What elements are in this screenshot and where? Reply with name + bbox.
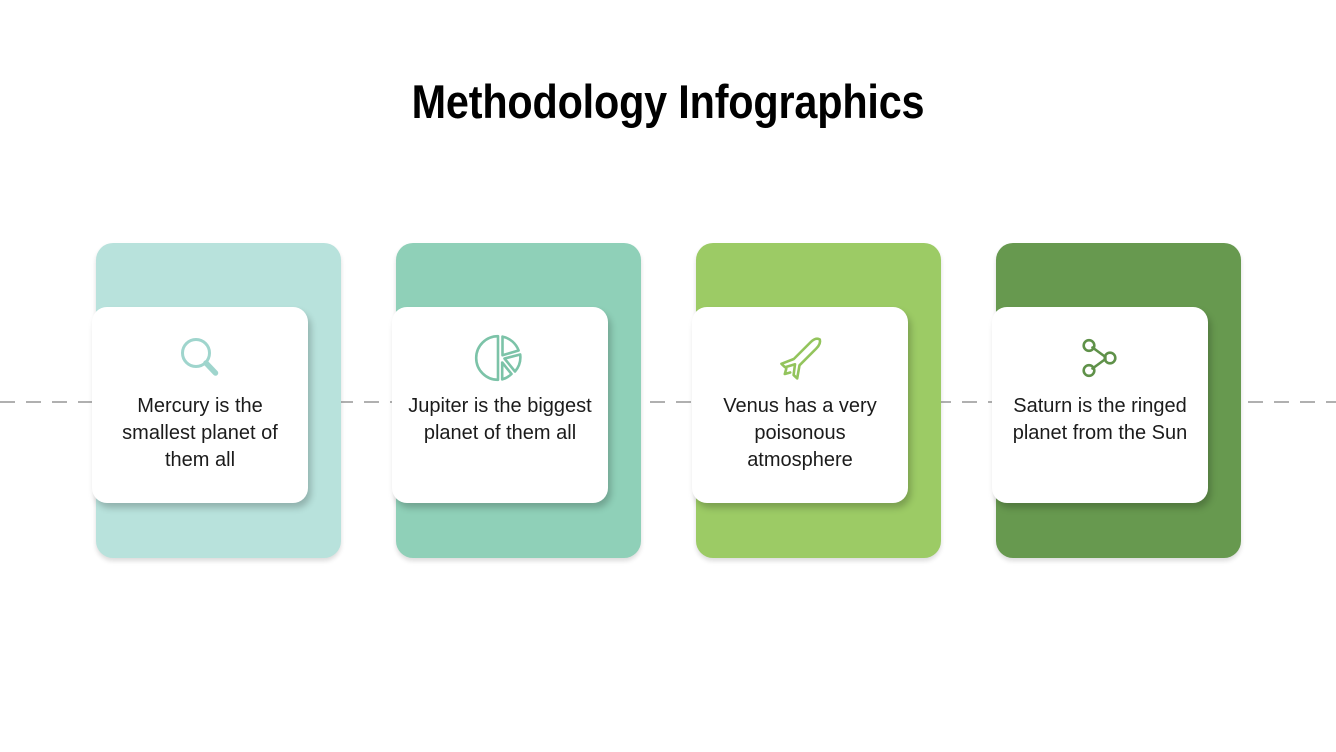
pie-chart-icon (473, 331, 527, 385)
card-description: Venus has a very poisonous atmosphere (723, 395, 877, 471)
infographic-card-jupiter[interactable]: Jupiter is the biggest planet of them al… (392, 243, 641, 558)
infographic-card-mercury[interactable]: Mercury is the smallest planet of them a… (92, 243, 341, 558)
share-nodes-icon (1073, 331, 1127, 385)
card-description: Mercury is the smallest planet of them a… (122, 395, 278, 471)
airplane-icon (773, 331, 827, 385)
card-description: Saturn is the ringed planet from the Sun (1012, 395, 1188, 444)
magnifier-icon (173, 331, 227, 385)
card-content-panel: Venus has a very poisonous atmosphere (692, 307, 908, 503)
infographic-card-saturn[interactable]: Saturn is the ringed planet from the Sun (992, 243, 1241, 558)
page-title: Methodology Infographics (411, 75, 925, 128)
infographic-card-venus[interactable]: Venus has a very poisonous atmosphere (692, 243, 941, 558)
timeline-connector-line (0, 401, 1336, 403)
card-content-panel: Mercury is the smallest planet of them a… (92, 307, 308, 503)
card-content-panel: Jupiter is the biggest planet of them al… (392, 307, 608, 503)
card-content-panel: Saturn is the ringed planet from the Sun (992, 307, 1208, 503)
card-description: Jupiter is the biggest planet of them al… (408, 395, 592, 444)
